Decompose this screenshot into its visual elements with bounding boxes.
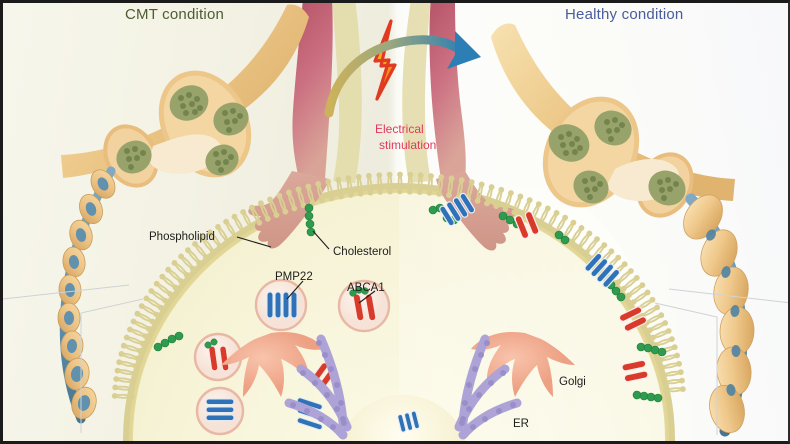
- abca1-in-membrane: [514, 210, 649, 383]
- er-ribosomes: [290, 340, 516, 430]
- zoom-guide-right: [654, 288, 788, 435]
- cmt-trapped-vesicles: [193, 278, 391, 436]
- stimulation-label-line2: stimulation: [379, 138, 437, 152]
- lightning-bolt-icon: [373, 19, 397, 101]
- vesicle-abca1: [337, 279, 391, 333]
- healthy-leg-anatomy: [402, 3, 516, 251]
- label-pmp22: PMP22: [275, 271, 313, 283]
- callout-leaders: [236, 230, 376, 304]
- label-er: ER: [513, 418, 529, 430]
- healthy-myelinated-axon: [683, 193, 755, 437]
- nerve-fascicles-cmt: [116, 85, 249, 176]
- vesicle-pmp22-lower: [195, 386, 245, 436]
- label-cholesterol: Cholesterol: [333, 246, 392, 258]
- label-abca1: ABCA1: [347, 282, 385, 294]
- zoom-guide-left: [3, 284, 144, 433]
- stimulation-arrow-icon: [324, 31, 481, 118]
- label-phospholipid: Phospholipid: [149, 231, 215, 243]
- illustration-artwork: [3, 3, 788, 440]
- panel-title-healthy: Healthy condition: [565, 6, 684, 23]
- vesicle-pmp22: [254, 278, 308, 332]
- cmt-leg-anatomy: [248, 3, 362, 249]
- healthy-nerve-trunk: [491, 23, 735, 218]
- golgi-apparatus: [221, 331, 575, 397]
- label-golgi: Golgi: [559, 376, 586, 388]
- cmt-nerve-trunk: [61, 4, 309, 188]
- panel-title-cmt: CMT condition: [125, 6, 225, 23]
- nerve-fascicles-healthy: [548, 110, 686, 206]
- stimulation-label-line1: Electrical: [375, 122, 424, 136]
- pmp22-in-membrane: [397, 192, 621, 433]
- cmt-myelinated-axon: [57, 166, 116, 424]
